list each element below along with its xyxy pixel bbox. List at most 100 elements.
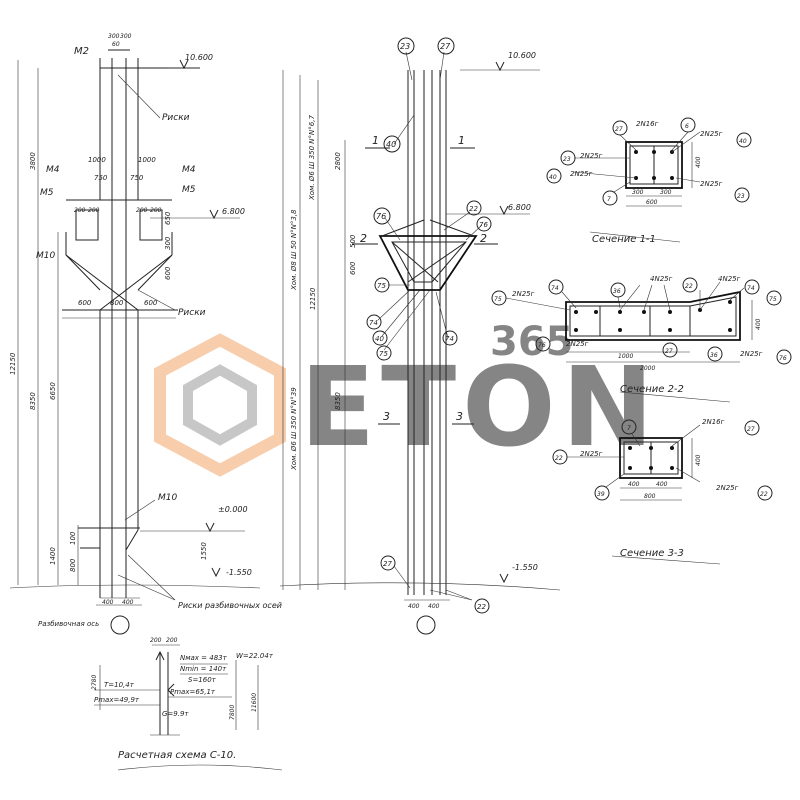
dim-mid-500: 500: [349, 234, 357, 248]
mark-m5-right: M5: [182, 185, 196, 195]
calc-pmax-left: Pmax=49,9т: [94, 696, 140, 704]
callout-27-bottom: 27: [383, 560, 392, 568]
dim-600a: 600: [78, 299, 92, 307]
mark-m4-left: M4: [46, 165, 60, 175]
callout-75b: 75: [379, 350, 388, 358]
section-mark-1-left: 1: [372, 134, 379, 147]
callout-40: 40: [386, 140, 396, 149]
dim-bottom-400b: 400: [428, 603, 440, 610]
sec11-bar-1: 2N16г: [636, 120, 659, 128]
dim-200c: 200: [136, 207, 148, 214]
callout-76: 76: [376, 212, 386, 221]
sec22-n75: 75: [494, 296, 502, 303]
callout-74b: 74: [445, 335, 454, 343]
sec11-d600: 600: [646, 199, 658, 206]
mark-m10-top: M10: [36, 251, 55, 261]
watermark-number: 365: [490, 319, 574, 365]
risk-bottom-label: Риски разбивочных осей: [178, 601, 282, 610]
sec11-bar-4: 2N25г: [570, 170, 593, 178]
calc-d200b: 200: [166, 637, 178, 644]
sec11-d300a: 300: [632, 189, 644, 196]
sec11-n23b: 23: [737, 193, 745, 200]
dim-8350: 8350: [29, 392, 37, 410]
dim-650: 650: [164, 211, 172, 225]
sec11-n23: 23: [563, 156, 571, 163]
dim-6650: 6650: [49, 382, 57, 400]
calc-title: Расчетная схема С-10.: [118, 750, 236, 761]
sec22-n76b: 76: [779, 355, 787, 362]
hoop-note-3: Хом. Ø6 Ш 350 N°N°39: [290, 387, 298, 471]
calc-d2780: 2780: [91, 675, 98, 690]
elev-base-left: -1.550: [226, 568, 252, 577]
sec33-d400: 400: [695, 454, 702, 466]
callout-76b: 76: [479, 221, 488, 229]
dim-200d: 200: [150, 207, 162, 214]
sec33-n22b: 22: [760, 491, 768, 498]
watermark-word: ETON: [300, 343, 660, 471]
elev-000-left: ±0.000: [218, 505, 248, 514]
sec22-bar-1: 2N25г: [512, 290, 535, 298]
section-3-3-labels: Сечение 3-3 2N16г 2N25г 2N25г 7 27 22 39…: [555, 418, 768, 559]
hoop-note-1: Хом. Ø6 Ш 350 N°N°6,7: [308, 115, 316, 201]
callout-74: 74: [369, 319, 378, 327]
callout-40b: 40: [375, 335, 384, 343]
sec11-d300b: 300: [660, 189, 672, 196]
dim-100: 100: [69, 531, 77, 545]
sec11-bar-5: 2N25г: [700, 180, 723, 188]
sec33-d800: 800: [644, 493, 656, 500]
dim-750a: 750: [94, 174, 108, 182]
sec22-n76: 76: [538, 342, 546, 349]
calc-scheme-labels: Расчетная схема С-10. 200 200 Nмах = 483…: [91, 637, 274, 761]
sec33-bar-2: 2N25г: [580, 450, 603, 458]
middle-labels: 23 27 40 76 22 76 75 74 40 75 74 27 22 1…: [360, 42, 538, 611]
mark-m4-right: M4: [182, 165, 196, 175]
watermark-hexagon-logo: [154, 333, 286, 477]
sec33-n39: 39: [597, 491, 605, 498]
dim-1400: 1400: [49, 547, 57, 565]
sec33-bar-1: 2N16г: [702, 418, 725, 426]
sec22-bar-2: 4N25г: [650, 275, 673, 283]
section-mark-3-right: 3: [456, 410, 463, 423]
section-3-3: [552, 419, 773, 565]
dim-mid-8350: 8350: [334, 392, 342, 410]
sec22-d1000: 1000: [618, 353, 633, 360]
calc-pmax-right: Pmax=65,1т: [170, 688, 216, 696]
section-mark-1-right: 1: [458, 134, 465, 147]
sec33-d400b: 400: [656, 481, 668, 488]
sec11-n6: 6: [685, 123, 689, 130]
callout-22-bottom: 22: [477, 603, 486, 611]
dim-400b: 400: [122, 599, 134, 606]
sec22-n75b: 75: [769, 296, 777, 303]
dim-600b: 600: [144, 299, 158, 307]
calc-d7800: 7800: [229, 705, 236, 720]
sec22-n74b: 74: [747, 285, 755, 292]
sec22-n74: 74: [551, 285, 559, 292]
dim-400a: 400: [102, 599, 114, 606]
watermark: 365 ETON: [154, 319, 660, 477]
dim-1000a: 1000: [88, 156, 106, 164]
sec22-d2000: 2000: [640, 365, 655, 372]
elev-680-left: 6.800: [222, 207, 245, 216]
dim-mid-600: 600: [349, 261, 357, 275]
sec11-bar-2: 2N25г: [700, 130, 723, 138]
dim-top-300b: 300: [120, 33, 132, 40]
callout-27-top: 27: [440, 42, 451, 51]
dim-200b: 200: [88, 207, 100, 214]
calc-s: S=160т: [188, 676, 217, 684]
dim-bottom-400a: 400: [408, 603, 420, 610]
dim-300: 300: [164, 236, 172, 250]
sec22-n22: 22: [685, 283, 693, 290]
dim-750b: 750: [130, 174, 144, 182]
calc-d200a: 200: [150, 637, 162, 644]
calc-nmax: Nмах = 483т: [180, 654, 228, 662]
sec11-n27: 27: [615, 126, 623, 133]
sec33-bar-3: 2N25г: [716, 484, 739, 492]
dim-top-60: 60: [112, 41, 120, 48]
calc-g: G=9.9т: [162, 710, 189, 718]
dim-mid-2800: 2800: [334, 152, 342, 170]
sec22-d400: 400: [755, 318, 762, 330]
mark-m2: M2: [74, 46, 89, 57]
mark-m5-left: M5: [40, 188, 54, 198]
dim-200a: 200: [74, 207, 86, 214]
